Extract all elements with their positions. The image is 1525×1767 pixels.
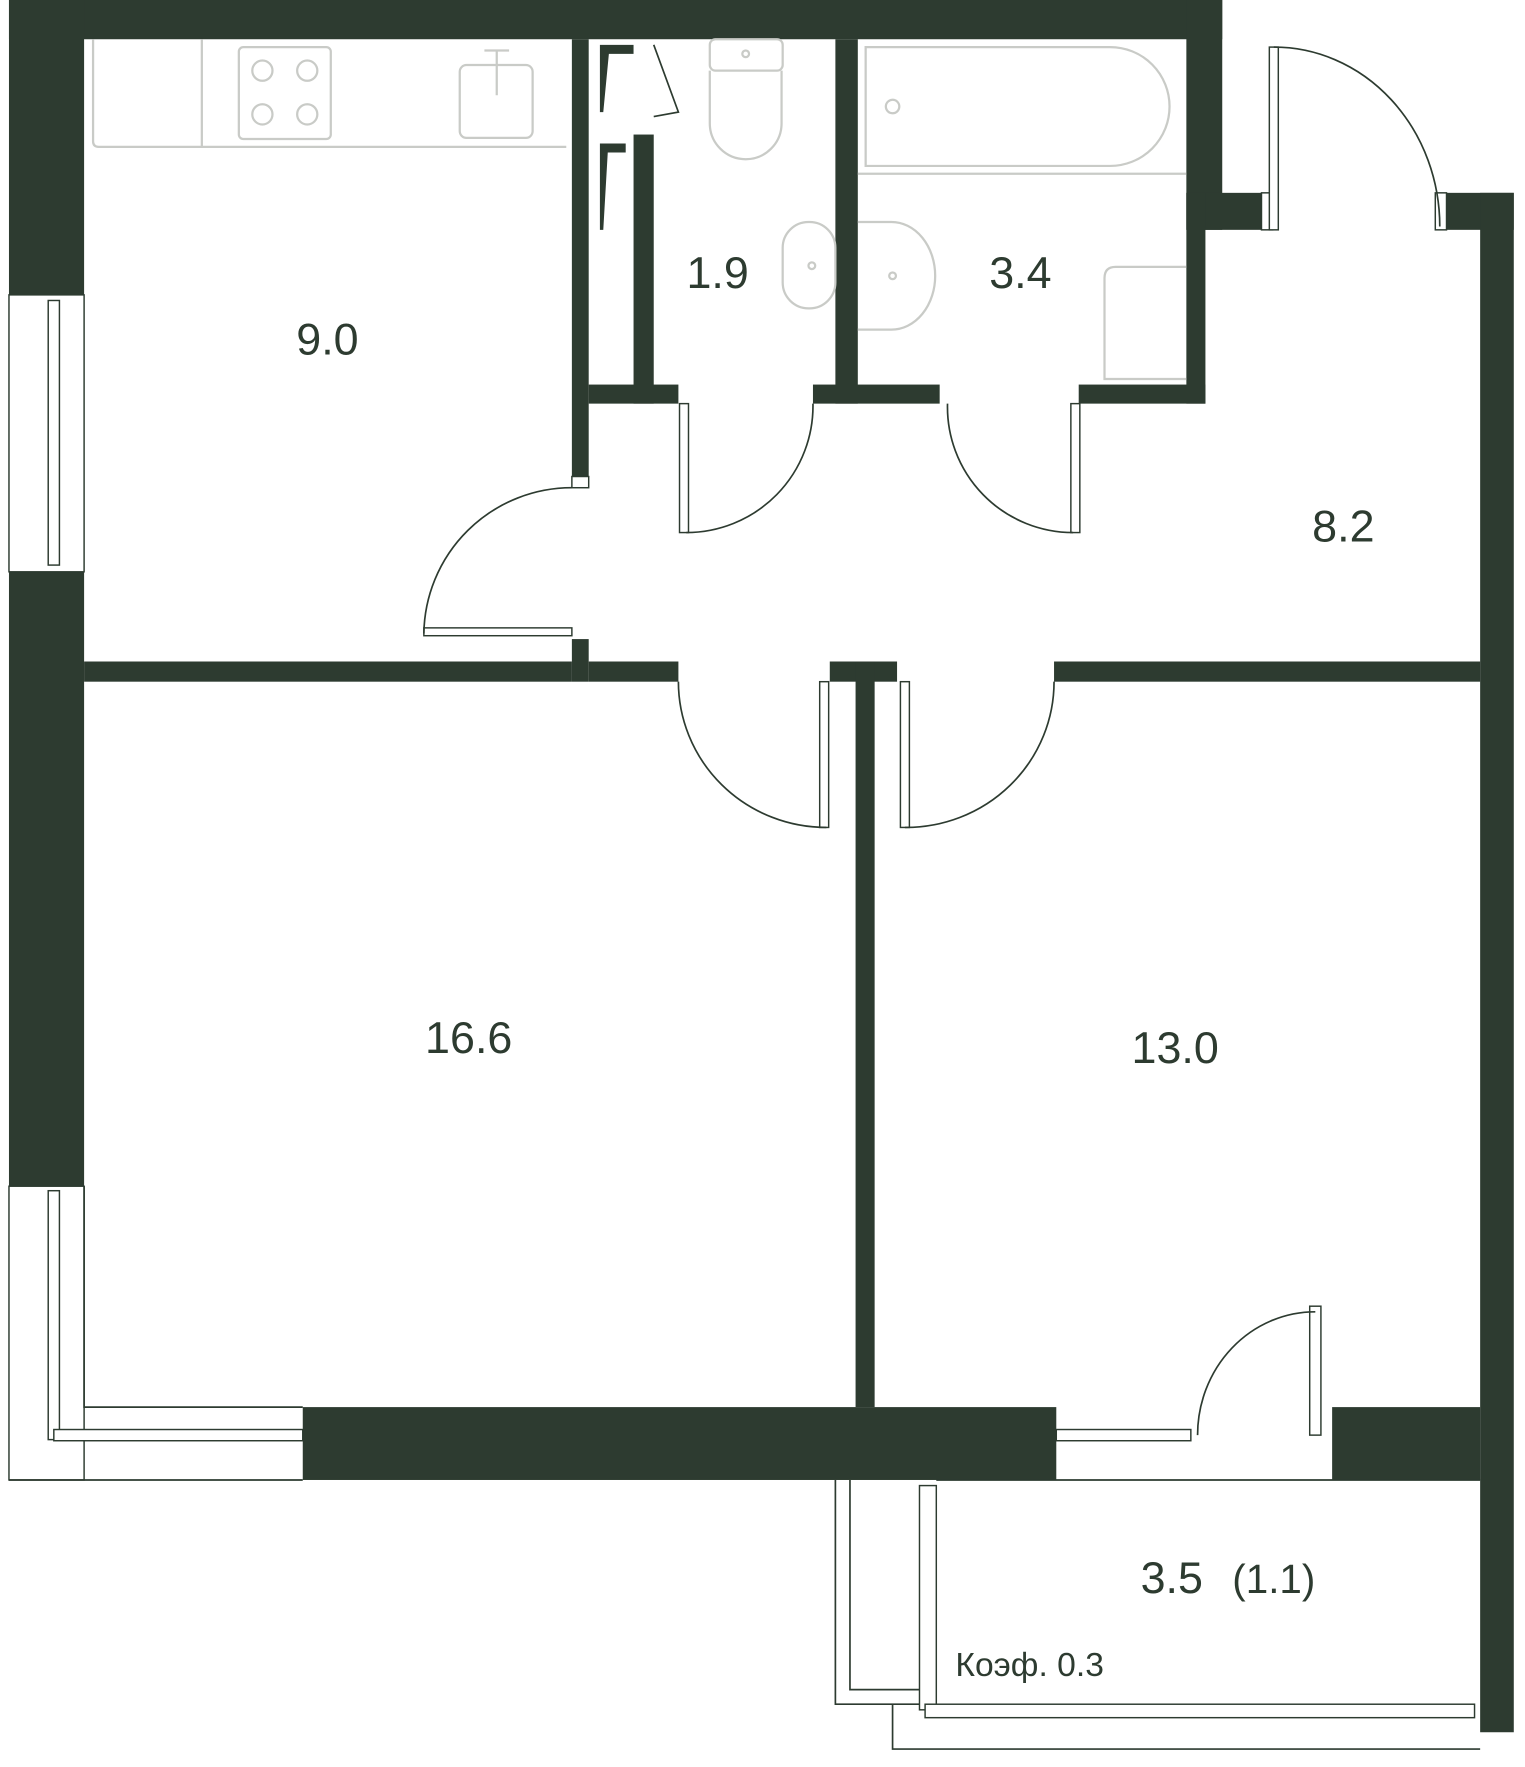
bathroom-door[interactable] <box>946 402 1081 534</box>
hall-area: 8.2 <box>1312 501 1374 552</box>
kitchen-door[interactable] <box>423 486 573 637</box>
walls <box>8 0 1514 1733</box>
balcony-reduced-area: (1.1) <box>1232 1556 1315 1602</box>
kitchen-counter <box>91 39 567 148</box>
bathroom-area: 3.4 <box>989 247 1051 298</box>
bathroom-sink <box>857 220 937 331</box>
washing-machine <box>1103 265 1187 381</box>
living-door[interactable] <box>677 680 830 829</box>
living-area: 16.6 <box>425 1012 512 1063</box>
bathtub <box>857 45 1187 175</box>
doors <box>423 44 1441 1436</box>
balcony-coefficient: Коэф. 0.3 <box>955 1647 1104 1684</box>
wc-sink <box>781 220 837 310</box>
bedroom-area: 13.0 <box>1132 1022 1219 1073</box>
balcony-area: 3.5 <box>1141 1552 1203 1603</box>
windows <box>8 192 1481 1750</box>
bedroom-door[interactable] <box>899 680 1055 829</box>
kitchen-area: 9.0 <box>296 313 358 364</box>
toilet <box>708 38 784 161</box>
entrance-door[interactable] <box>1268 46 1441 231</box>
wc-area: 1.9 <box>686 247 748 298</box>
wc-door[interactable] <box>678 402 814 534</box>
balcony-door[interactable] <box>1196 1310 1316 1436</box>
room-labels: 9.0 1.9 3.4 8.2 16.6 13.0 3.5 (1.1) Коэф… <box>296 247 1374 1684</box>
fixtures <box>91 38 1187 381</box>
